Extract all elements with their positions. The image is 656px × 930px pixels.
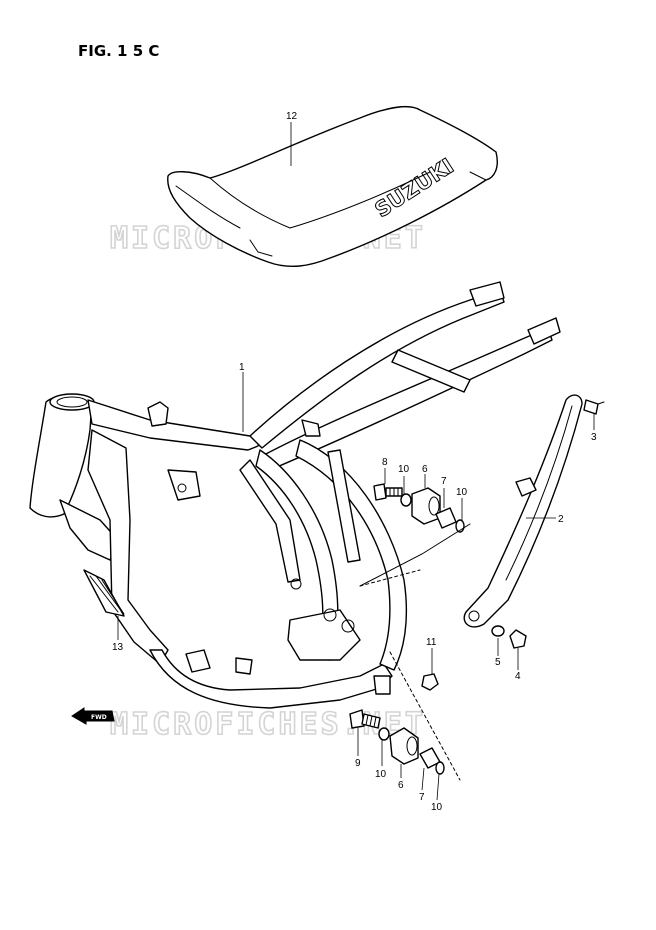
- callout-2: 2: [558, 514, 564, 525]
- callout-13: 13: [112, 642, 124, 653]
- callout-7b: 7: [419, 792, 425, 803]
- callout-labels: 12 1 3 2 8 10 6 7 10 5 4 11 13 9 10 6 7 …: [112, 111, 597, 813]
- callout-7a: 7: [441, 476, 447, 487]
- callout-6b: 6: [398, 780, 404, 791]
- callout-10d: 10: [431, 802, 443, 813]
- cushion-6-lower-part: [389, 727, 419, 765]
- bolt-8-part: [373, 483, 403, 501]
- callout-10a: 10: [398, 464, 410, 475]
- nut-11-part: [421, 673, 439, 691]
- callout-4: 4: [515, 671, 521, 682]
- bolt-4-part: [509, 629, 527, 649]
- callout-9: 9: [355, 758, 361, 769]
- washer-10d-part: [435, 761, 445, 775]
- callout-10b: 10: [456, 487, 468, 498]
- forward-arrow-icon: FWD: [71, 707, 115, 725]
- callout-10c: 10: [375, 769, 387, 780]
- frame-part: [29, 281, 561, 781]
- bolt-3-part: [583, 399, 605, 415]
- washer-5-part: [491, 625, 505, 637]
- washer-10a-part: [400, 493, 412, 507]
- callout-6a: 6: [422, 464, 428, 475]
- callout-12: 12: [286, 111, 298, 122]
- side-stand-part: [463, 394, 583, 628]
- fwd-text: FWD: [91, 714, 107, 721]
- callout-5: 5: [495, 657, 501, 668]
- callout-8: 8: [382, 457, 388, 468]
- callout-11: 11: [426, 637, 437, 648]
- leader-lines: [117, 122, 595, 801]
- washer-10c-part: [378, 727, 390, 741]
- figure-title: FIG. 1 5 C: [78, 42, 159, 60]
- cushion-6-upper-part: [411, 487, 441, 525]
- callout-3: 3: [591, 432, 597, 443]
- collar-7-upper-part: [435, 507, 457, 529]
- bolt-9-part: [349, 709, 381, 729]
- callout-1: 1: [239, 362, 245, 373]
